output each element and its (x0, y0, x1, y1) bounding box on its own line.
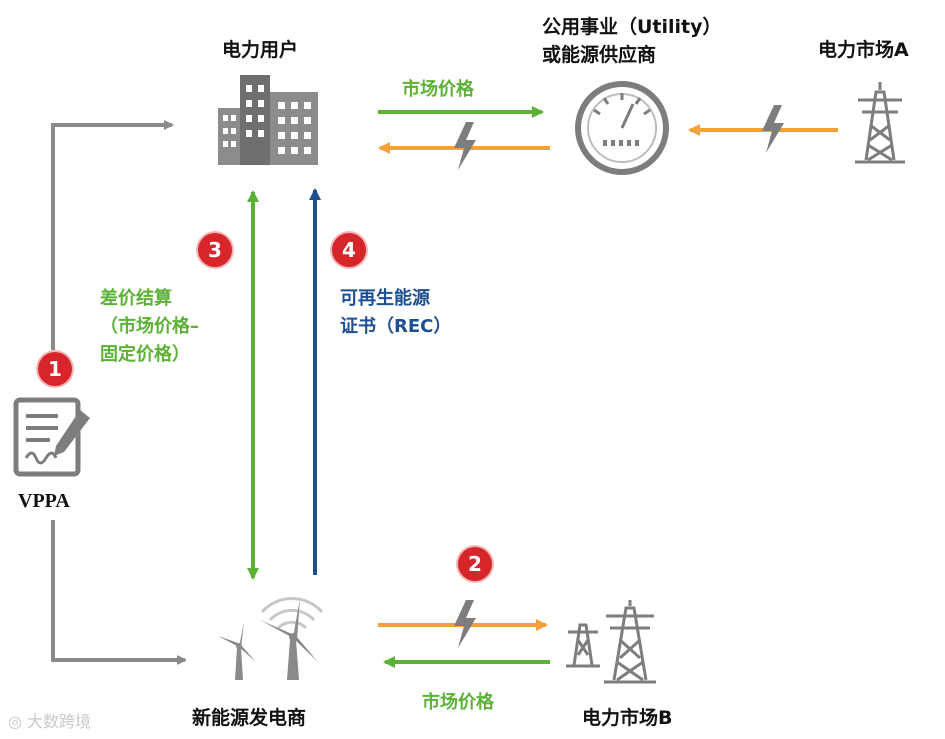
rec-line2: 证书（REC） (340, 316, 452, 337)
bottom-market-price-label: 市场价格 (422, 692, 494, 713)
generator-label: 新能源发电商 (192, 707, 307, 729)
lightning-icon (454, 122, 476, 170)
lightning-icon (762, 105, 784, 153)
vppa-label: VPPA (18, 490, 70, 512)
step-badge-2: 2 (458, 547, 492, 581)
contract-icon (13, 397, 90, 477)
meter-icon (575, 81, 669, 175)
diff-settlement-line3: 固定价格） (100, 344, 190, 365)
step-badge-1: 1 (38, 352, 72, 386)
diff-settlement-label: 差价结算 （市场价格– 固定价格） (100, 285, 199, 369)
lightning-icon (454, 600, 476, 648)
diff-settlement-line2: （市场价格– (100, 316, 199, 337)
vppa-connector-bottom (51, 520, 187, 665)
utility-label-line2: 或能源供应商 (542, 44, 657, 66)
utility-label-line1: 公用事业（Utility） (542, 16, 722, 38)
consumer-label: 电力用户 (222, 39, 299, 61)
rec-label: 可再生能源 证书（REC） (340, 285, 451, 341)
buildings-icon (218, 75, 318, 165)
watermark-logo-icon: ◎ (8, 712, 28, 731)
pylon-icon (855, 82, 905, 164)
watermark: ◎ 大数跨境 (8, 708, 91, 732)
rec-line1: 可再生能源 (340, 288, 430, 309)
vppa-connector-top (51, 120, 174, 350)
pylon-icon (566, 623, 600, 668)
wind-turbine-icon (218, 597, 324, 680)
step-badge-4: 4 (332, 233, 366, 267)
market-a-label: 电力市场A (818, 39, 909, 61)
market-b-label: 电力市场B (582, 707, 673, 729)
step-badge-3: 3 (198, 233, 232, 267)
top-market-price-label: 市场价格 (402, 79, 474, 100)
diff-settlement-line1: 差价结算 (100, 288, 172, 309)
pylon-icon (604, 600, 656, 684)
watermark-text: 大数跨境 (27, 712, 92, 731)
